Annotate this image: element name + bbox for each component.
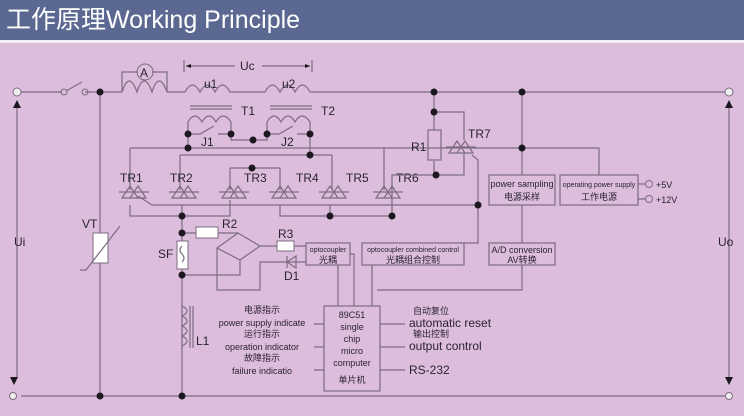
svg-text:故障指示: 故障指示 bbox=[244, 352, 280, 363]
svg-text:automatic reset: automatic reset bbox=[409, 316, 492, 330]
svg-text:J2: J2 bbox=[281, 135, 294, 149]
svg-text:chip: chip bbox=[344, 334, 361, 344]
svg-text:J1: J1 bbox=[201, 135, 214, 149]
svg-text:optocoupler: optocoupler bbox=[310, 247, 347, 254]
block-optocoupler-combined: optocoupler combined control 光耦组合控制 bbox=[361, 242, 465, 266]
svg-text:D1: D1 bbox=[284, 269, 300, 283]
svg-text:A/D conversion: A/D conversion bbox=[491, 245, 552, 255]
svg-text:micro: micro bbox=[341, 346, 363, 356]
svg-text:operating power supply: operating power supply bbox=[563, 182, 636, 189]
svg-text:TR1: TR1 bbox=[120, 171, 143, 185]
varistor-vt: VT bbox=[80, 217, 121, 271]
svg-text:u1: u1 bbox=[204, 77, 218, 91]
block-power-sampling: power sampling 电源采样 bbox=[488, 174, 556, 206]
svg-text:failure indicatio: failure indicatio bbox=[232, 366, 292, 376]
svg-text:computer: computer bbox=[333, 358, 371, 368]
rectifier-bridge bbox=[182, 232, 276, 291]
svg-text:自动复位: 自动复位 bbox=[413, 305, 449, 316]
svg-text:Uc: Uc bbox=[240, 59, 255, 73]
svg-text:TR3: TR3 bbox=[244, 171, 267, 185]
svg-text:Uo: Uo bbox=[718, 235, 734, 249]
svg-text:TR2: TR2 bbox=[170, 171, 193, 185]
svg-text:R3: R3 bbox=[278, 227, 294, 241]
triac-tr2: TR2 bbox=[169, 171, 199, 199]
svg-text:电源指示: 电源指示 bbox=[244, 304, 280, 315]
svg-text:TR6: TR6 bbox=[396, 171, 419, 185]
junction-dots bbox=[96, 88, 526, 400]
svg-text:power sampling: power sampling bbox=[490, 179, 553, 189]
ammeter: A bbox=[121, 63, 168, 94]
svg-text:T1: T1 bbox=[241, 104, 255, 118]
svg-text:电源采样: 电源采样 bbox=[504, 191, 540, 202]
svg-text:AV转换: AV转换 bbox=[507, 254, 536, 265]
svg-text:R2: R2 bbox=[222, 217, 238, 231]
svg-text:光耦组合控制: 光耦组合控制 bbox=[386, 254, 440, 265]
top-rail bbox=[12, 87, 734, 97]
svg-text:SF: SF bbox=[158, 247, 173, 261]
resistor-r2: R2 bbox=[182, 217, 238, 239]
bottom-rail bbox=[9, 392, 733, 400]
diode-d1: D1 bbox=[276, 254, 306, 283]
block-operating-power-supply: operating power supply 工作电源 bbox=[559, 174, 639, 206]
svg-text:TR5: TR5 bbox=[346, 171, 369, 185]
header-bar: 工作原理Working Principle bbox=[0, 0, 744, 40]
block-mcu-89c51: 89C51 single chip micro computer 单片机 bbox=[323, 305, 381, 392]
svg-text:operation indicator: operation indicator bbox=[225, 342, 299, 352]
svg-text:single: single bbox=[340, 322, 364, 332]
svg-text:optocoupler combined control: optocoupler combined control bbox=[367, 247, 459, 254]
svg-text:工作电源: 工作电源 bbox=[581, 191, 617, 202]
svg-text:输出控制: 输出控制 bbox=[413, 328, 449, 339]
triac-tr4: TR4 bbox=[269, 171, 319, 199]
triac-tr1: TR1 bbox=[119, 171, 149, 199]
svg-text:光耦: 光耦 bbox=[319, 254, 337, 265]
svg-text:RS-232: RS-232 bbox=[409, 363, 450, 377]
svg-text:TR4: TR4 bbox=[296, 171, 319, 185]
fuse-sf: SF bbox=[158, 240, 189, 270]
svg-text:TR7: TR7 bbox=[468, 127, 491, 141]
inductor-l1: L1 bbox=[180, 305, 210, 348]
plus-12v-label: +12V bbox=[656, 195, 677, 205]
block-optocoupler: optocoupler 光耦 bbox=[305, 242, 351, 266]
block-ad-conversion: A/D conversion AV转换 bbox=[488, 242, 556, 266]
triac-tr7: TR7 bbox=[434, 111, 491, 244]
svg-text:Ui: Ui bbox=[14, 235, 25, 249]
switch bbox=[60, 81, 89, 96]
uc-dimension: Uc bbox=[183, 59, 313, 73]
plus-5v-label: +5V bbox=[656, 180, 672, 190]
page-title: 工作原理Working Principle bbox=[6, 6, 301, 34]
svg-text:power supply indicate: power supply indicate bbox=[219, 318, 306, 328]
svg-text:单片机: 单片机 bbox=[338, 374, 365, 385]
svg-text:T2: T2 bbox=[321, 104, 335, 118]
svg-text:u2: u2 bbox=[282, 77, 296, 91]
io-labels: 电源指示 power supply indicate 运行指示 operatio… bbox=[219, 304, 492, 377]
svg-text:output control: output control bbox=[409, 339, 482, 353]
svg-text:R1: R1 bbox=[411, 140, 427, 154]
header-divider bbox=[0, 40, 744, 43]
ui-voltage-arrow: Ui bbox=[10, 100, 25, 385]
uo-voltage-arrow: Uo bbox=[718, 100, 734, 385]
triac-tr3: TR3 bbox=[219, 171, 267, 199]
svg-text:运行指示: 运行指示 bbox=[244, 328, 280, 339]
transformer-t2: u2 T2 J2 bbox=[264, 77, 335, 149]
triacs: TR1 TR2 TR3 TR4 TR5 TR6 bbox=[119, 171, 419, 199]
svg-text:89C51: 89C51 bbox=[339, 310, 366, 320]
svg-text:L1: L1 bbox=[196, 334, 210, 348]
resistor-r3: R3 bbox=[260, 227, 306, 252]
svg-text:VT: VT bbox=[82, 217, 98, 231]
triac-tr5: TR5 bbox=[319, 171, 369, 199]
svg-text:A: A bbox=[140, 66, 148, 80]
